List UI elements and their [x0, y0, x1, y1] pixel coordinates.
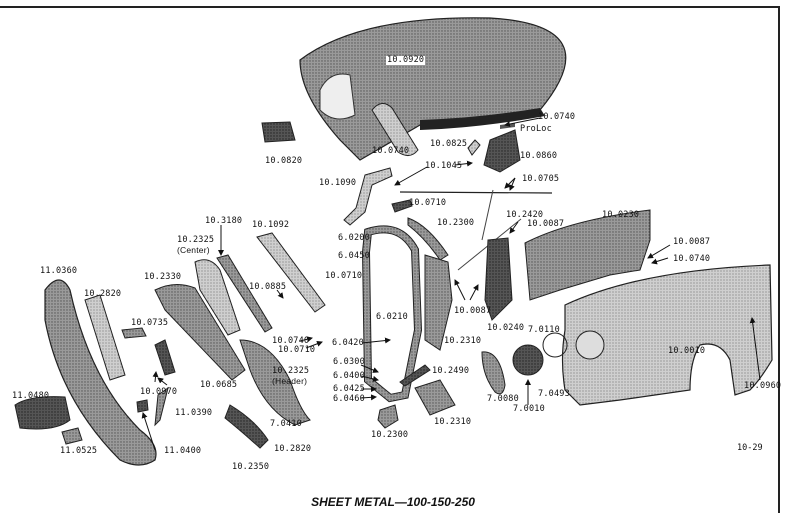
- hood-hinge-shape: [467, 123, 521, 173]
- part-label-bolt-2: 6.0400: [333, 371, 365, 381]
- part-label-upper-bracket: 10.0710: [409, 198, 447, 208]
- part-label-bolt-1: 6.0300: [333, 357, 365, 367]
- part-label-hood-rod: 10.0705: [522, 174, 560, 184]
- part-label-headlamp-ring: 7.0110: [528, 325, 560, 335]
- leader-lines: [141, 117, 761, 451]
- part-label-lower-clip: 10.0740: [272, 336, 310, 346]
- support-plate-shape: [414, 379, 456, 416]
- part-label-fender-clip: 10.0087: [527, 219, 565, 229]
- part-label-support-brace: 10.2490: [432, 366, 470, 376]
- part-label-fender: 10.0010: [668, 346, 706, 356]
- part-label-bracket-small: 10.0735: [131, 318, 169, 328]
- part-label-hood-emblem: 10.0820: [265, 156, 303, 166]
- part-label-hinge-spring: 10.1045: [425, 161, 463, 171]
- part-label-grille-center: 10.2325: [177, 235, 215, 245]
- part-label-grille-header-note: (Header): [272, 376, 308, 386]
- support-brace-shape: [399, 364, 431, 387]
- part-label-grille-lower: 10.2330: [144, 272, 182, 282]
- part-label-hood-hinge-pin: 10.0740: [538, 112, 576, 122]
- part-label-hood-clip: 10.0740: [372, 146, 410, 156]
- grille-end-shape: [154, 339, 176, 376]
- part-label-support-plate: 10.2310: [434, 417, 472, 427]
- bumper-brace-shape: [154, 386, 169, 427]
- part-label-grille-bar: 10.3180: [205, 216, 243, 226]
- rod-line: [481, 189, 494, 241]
- diagram-title: SHEET METAL—100-150-250: [311, 495, 475, 509]
- grille-lower-shape: [154, 284, 246, 381]
- baffle-lower-shape: [377, 404, 399, 429]
- part-label-grille-center-note: (Center): [177, 245, 210, 255]
- part-label-hood-ornament: 10.0825: [430, 139, 468, 149]
- grille-header-shape: [239, 339, 311, 426]
- part-label-hood-latch-bracket: 10.1090: [319, 178, 357, 188]
- radiator-support-shape: [424, 254, 453, 351]
- guard-plate-shape: [61, 427, 83, 445]
- part-label-side-bracket: 10.0710: [325, 271, 363, 281]
- bumper-bracket-shape: [136, 399, 149, 413]
- part-label-fender-apron: 10.0240: [487, 323, 525, 333]
- part-label-baffle-bracket: 10.0087: [454, 306, 492, 316]
- part-label-parking-lamp: 7.0410: [270, 419, 302, 429]
- part-label-baffle-upper: 10.2300: [437, 218, 475, 228]
- hood-latch-bracket-shape: [343, 167, 393, 226]
- part-label-grille-panel: 10.2820: [84, 289, 122, 299]
- radiator-frame-shape: [361, 225, 423, 403]
- grille-center-shape: [194, 259, 241, 336]
- part-label-hood-hinge: 10.0860: [520, 151, 558, 161]
- part-label-grille-end: 10.0685: [200, 380, 238, 390]
- bracket-small-shape: [121, 327, 147, 339]
- grille-support-shape: [256, 232, 326, 313]
- part-label-proloc: ProLoc: [520, 124, 552, 134]
- hood-rod-line: [399, 191, 553, 194]
- part-label-radiator-support: 10.2310: [444, 336, 482, 346]
- part-label-screw: 10.2350: [232, 462, 270, 472]
- part-label-bumper-bracket: 11.0400: [164, 446, 202, 456]
- headlamp-door-shape: [481, 351, 506, 395]
- part-label-grille-clip: 10.0970: [140, 387, 178, 397]
- hood-shape: [299, 17, 567, 161]
- part-label-hood: 10.0920: [386, 55, 426, 65]
- grille-panel-shape: [84, 294, 126, 381]
- upper-bracket-shape: [391, 199, 413, 213]
- bumper-guard-shape: [14, 396, 71, 430]
- part-label-fender-skirt: 10.0230: [602, 210, 640, 220]
- part-label-bumper-brace: 11.0390: [175, 408, 213, 418]
- part-label-grille-molding: 10.2820: [274, 444, 312, 454]
- grille-molding-shape: [224, 404, 269, 449]
- part-label-nut: 6.0425: [333, 384, 365, 394]
- part-label-grille-header: 10.2325: [272, 366, 310, 376]
- part-label-grille-latch: 10.0885: [249, 282, 287, 292]
- page-number: 10-29: [737, 443, 763, 453]
- part-label-radiator-top: 6.0200: [338, 233, 370, 243]
- hood-ornament-shape: [371, 103, 419, 156]
- part-label-fender-washer: 10.0740: [673, 254, 711, 264]
- part-label-grille-support: 10.1092: [252, 220, 290, 230]
- part-label-lower-bracket: 10.0710: [278, 345, 316, 355]
- page-border: [0, 6, 780, 513]
- fender-skirt-shape: [524, 209, 651, 301]
- part-label-radiator-clip: 6.0210: [376, 312, 408, 322]
- part-label-radiator-pin: 6.0420: [332, 338, 364, 348]
- grille-bar-shape: [216, 254, 273, 333]
- part-label-bumper: 11.0360: [40, 266, 78, 276]
- part-label-headlamp-door: 7.0080: [487, 394, 519, 404]
- part-label-fender-nameplate: 10.0960: [744, 381, 782, 391]
- part-label-radiator-side: 6.0450: [338, 251, 370, 261]
- fender-apron-shape: [484, 237, 513, 321]
- part-label-guard-plate: 11.0525: [60, 446, 98, 456]
- part-label-headlamp: 7.0010: [513, 404, 545, 414]
- part-label-bumper-guard: 11.0480: [12, 391, 50, 401]
- part-label-lamp-screw: 7.0493: [538, 389, 570, 399]
- part-label-fender-bolt: 10.0087: [673, 237, 711, 247]
- hood-emblem-shape: [261, 121, 296, 143]
- part-label-washer: 6.0460: [333, 394, 365, 404]
- part-label-prop-rod: 10.2420: [506, 210, 544, 220]
- part-label-baffle-lower: 10.2300: [371, 430, 409, 440]
- fender-shape: [561, 264, 773, 406]
- headlamp-shape: [512, 344, 544, 376]
- headlamp-ring-shape: [542, 332, 568, 358]
